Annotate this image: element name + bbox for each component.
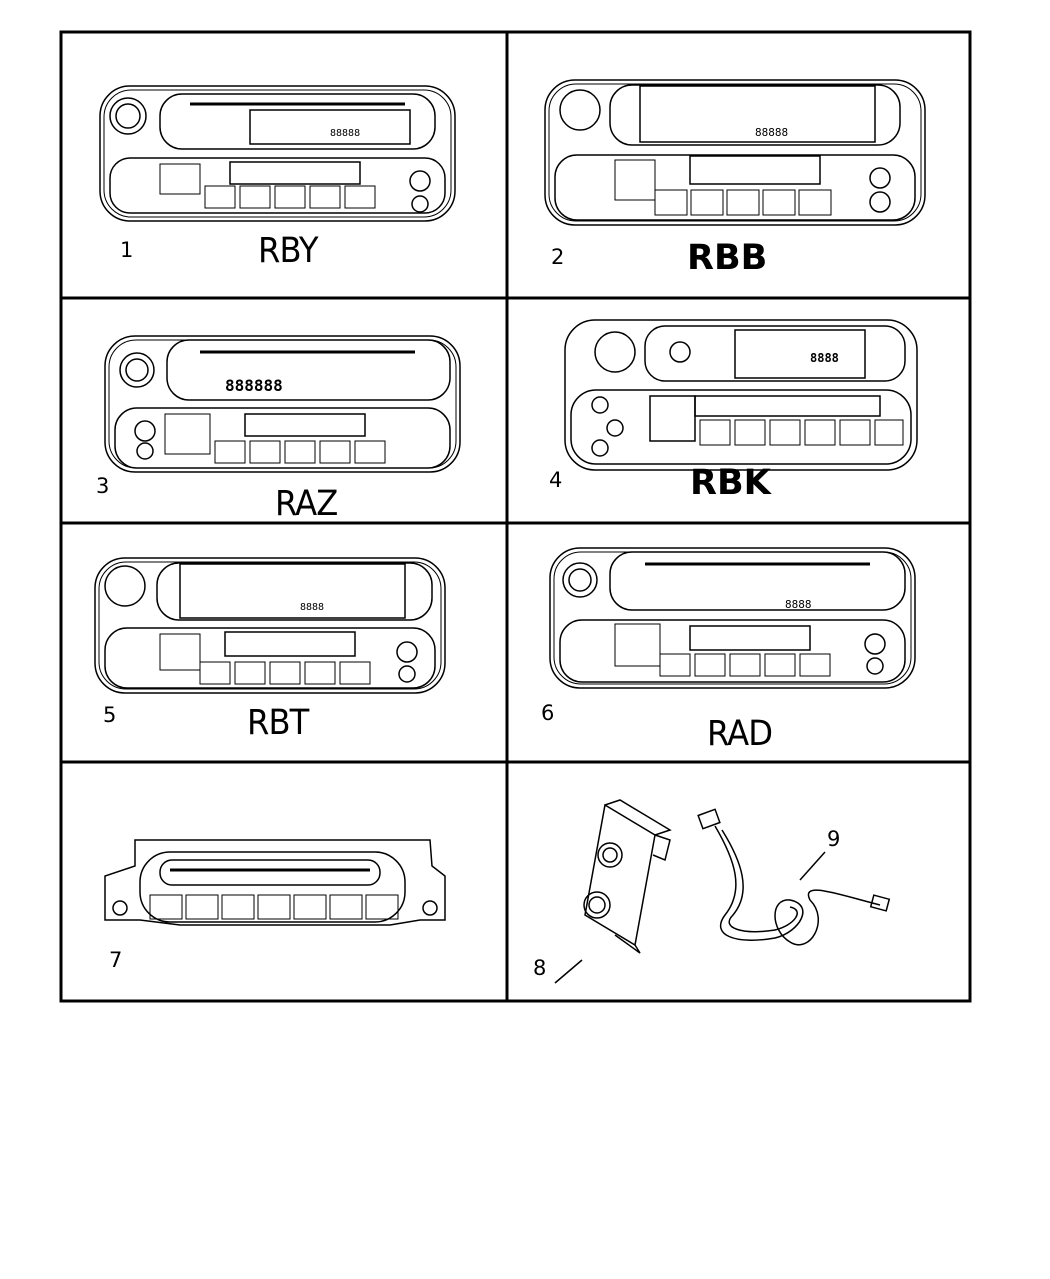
callout-number: 4 (549, 468, 563, 492)
cd-changer-icon (104, 839, 446, 926)
callout-number: 5 (103, 703, 117, 727)
callout-number: 3 (96, 474, 110, 498)
svg-text:88888: 88888 (330, 128, 360, 139)
radio-code-label: RBT (247, 703, 309, 743)
callout-number: 9 (827, 827, 841, 851)
radio-unit-icon: 8888 (564, 319, 918, 471)
svg-text:88888: 88888 (755, 126, 788, 139)
radio-code-label: RBY (258, 231, 319, 271)
callout-number: 1 (120, 238, 134, 262)
svg-text:8888: 8888 (785, 598, 812, 611)
radio-code-label: RAZ (275, 484, 338, 524)
radio-code-label: RBB (687, 238, 768, 278)
radio-unit-icon: 8888 (549, 547, 916, 689)
radio-unit-icon: 888888 (104, 335, 461, 473)
grid-frame (59, 30, 972, 1003)
callout-number: 7 (109, 948, 123, 972)
callout-number: 2 (551, 245, 565, 269)
radio-code-label: RBK (690, 463, 771, 503)
svg-text:8888: 8888 (300, 602, 324, 613)
bracket-icon (554, 799, 672, 984)
radio-code-label: RAD (707, 714, 773, 754)
radio-unit-icon: 88888 (544, 79, 926, 226)
callout-number: 6 (541, 701, 555, 725)
svg-text:8888: 8888 (810, 351, 839, 365)
svg-text:888888: 888888 (225, 376, 283, 395)
callout-number: 8 (533, 956, 547, 980)
radio-unit-icon: 8888 (94, 557, 446, 694)
radio-unit-icon: 88888 (99, 85, 456, 222)
wire-harness-icon (697, 808, 891, 946)
